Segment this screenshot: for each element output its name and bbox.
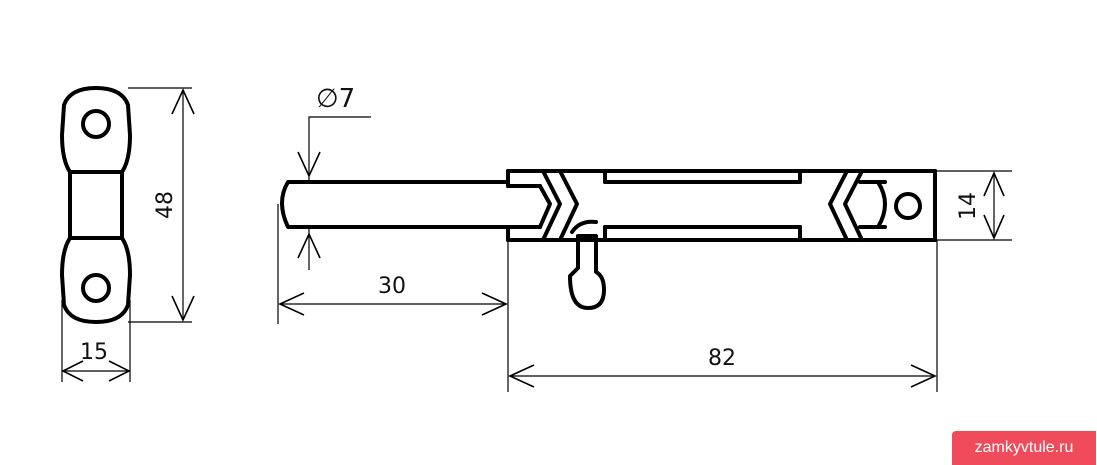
- label-15: 15: [80, 340, 108, 365]
- dimension-body-length: [508, 240, 938, 392]
- watermark-badge: zamkyvtule.ru: [952, 431, 1096, 465]
- dimension-body-height: [937, 170, 1012, 241]
- label-82: 82: [708, 346, 736, 371]
- label-30: 30: [378, 274, 406, 299]
- dimension-bolt-travel: [277, 204, 509, 392]
- top-hole-icon: [81, 109, 111, 139]
- mounting-plate: [60, 86, 132, 324]
- bolt-handle: [568, 219, 606, 310]
- label-48: 48: [153, 191, 178, 219]
- bolt-rod: [280, 180, 510, 229]
- end-hole-icon: [894, 192, 922, 220]
- label-diameter-7: ∅7: [316, 84, 355, 114]
- dimension-bolt-diameter: [297, 116, 371, 270]
- dimension-plate-width: [61, 300, 131, 382]
- bottom-hole-icon: [81, 273, 111, 303]
- label-14: 14: [956, 192, 981, 220]
- dimension-plate-height: [128, 87, 195, 323]
